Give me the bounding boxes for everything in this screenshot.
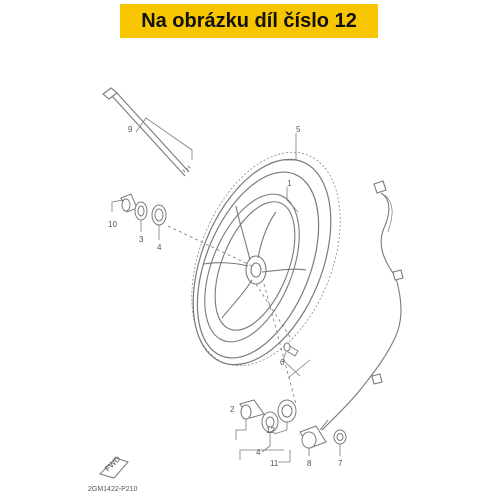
speedometer-gear-unit	[299, 419, 329, 449]
callout-11: 11	[270, 459, 279, 468]
speed-sensor-cable	[321, 180, 404, 431]
callout-10: 10	[108, 220, 117, 229]
part-number-banner: Na obrázku díl číslo 12	[120, 4, 378, 38]
banner-text: Na obrázku díl číslo 12	[141, 9, 357, 32]
tire-valve	[283, 342, 299, 357]
callout-6: 6	[280, 358, 285, 367]
centerlines	[167, 225, 297, 405]
callout-5: 5	[296, 125, 301, 134]
washer	[333, 429, 347, 445]
callout-12: 12	[266, 426, 275, 435]
callout-1: 1	[287, 179, 292, 188]
bearing-right	[261, 411, 279, 433]
callout-4-left: 4	[157, 243, 162, 252]
callout-7: 7	[338, 459, 343, 468]
callout-4-right: 4	[256, 448, 261, 457]
leader-lines	[111, 117, 341, 463]
drawing-code: 2GM1422-P210	[88, 486, 138, 493]
oil-seal-left	[134, 201, 148, 221]
axle-bolt	[102, 87, 191, 177]
bearing-left	[151, 204, 167, 226]
callout-8: 8	[307, 459, 312, 468]
callout-3: 3	[139, 235, 144, 244]
spacer-left	[120, 193, 138, 213]
callout-9: 9	[128, 125, 133, 134]
fwd-arrow	[99, 457, 129, 479]
wheel-rim	[203, 193, 307, 343]
callout-2: 2	[230, 405, 235, 414]
oil-seal-right	[277, 399, 297, 423]
collar-right	[239, 399, 265, 420]
tire	[191, 151, 341, 367]
